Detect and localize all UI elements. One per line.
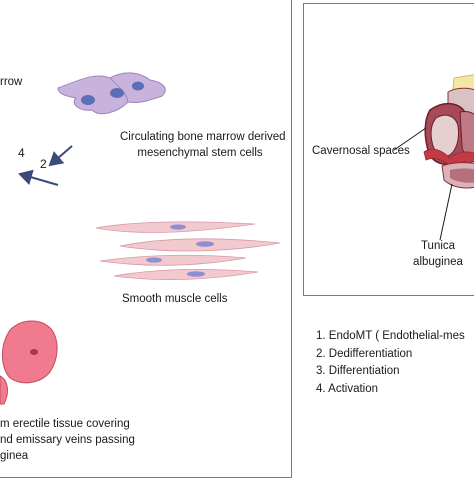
erectile-caption-line3: ginea bbox=[0, 450, 29, 462]
smooth-muscle-cells-illustration bbox=[95, 221, 281, 280]
msc-label-line1: Circulating bone marrow derived bbox=[120, 131, 286, 143]
mesenchymal-stem-cell-illustration bbox=[57, 72, 166, 115]
legend-item-3: 3. Differentiation bbox=[316, 365, 400, 377]
process-legend: 1. EndoMT ( Endothelial-mes 2. Dediffere… bbox=[316, 328, 465, 398]
arrow-2-label: 2 bbox=[40, 157, 47, 171]
erectile-tissue-illustration bbox=[0, 320, 58, 405]
marrow-label: rrow bbox=[0, 76, 23, 88]
legend-item-1: 1. EndoMT ( Endothelial-mes bbox=[316, 330, 465, 342]
erectile-caption-line1: m erectile tissue covering bbox=[0, 418, 130, 430]
cavernosal-spaces-label: Cavernosal spaces bbox=[312, 145, 410, 157]
tunica-label-line2: albuginea bbox=[413, 256, 463, 268]
tunica-label-line1: Tunica bbox=[420, 240, 456, 252]
msc-label-line2: mesenchymal stem cells bbox=[137, 147, 263, 159]
cavernosal-cross-section-illustration bbox=[393, 74, 474, 241]
legend-item-2: 2. Dedifferentiation bbox=[316, 347, 413, 360]
arrow-4 bbox=[48, 145, 73, 167]
legend-item-4: 4. Activation bbox=[316, 382, 379, 395]
arrow-2 bbox=[18, 169, 59, 186]
smooth-muscle-label: Smooth muscle cells bbox=[122, 293, 228, 305]
right-panel-border bbox=[303, 3, 474, 296]
arrow-4-label: 4 bbox=[18, 146, 25, 160]
erectile-caption-line2: nd emissary veins passing bbox=[0, 434, 135, 446]
